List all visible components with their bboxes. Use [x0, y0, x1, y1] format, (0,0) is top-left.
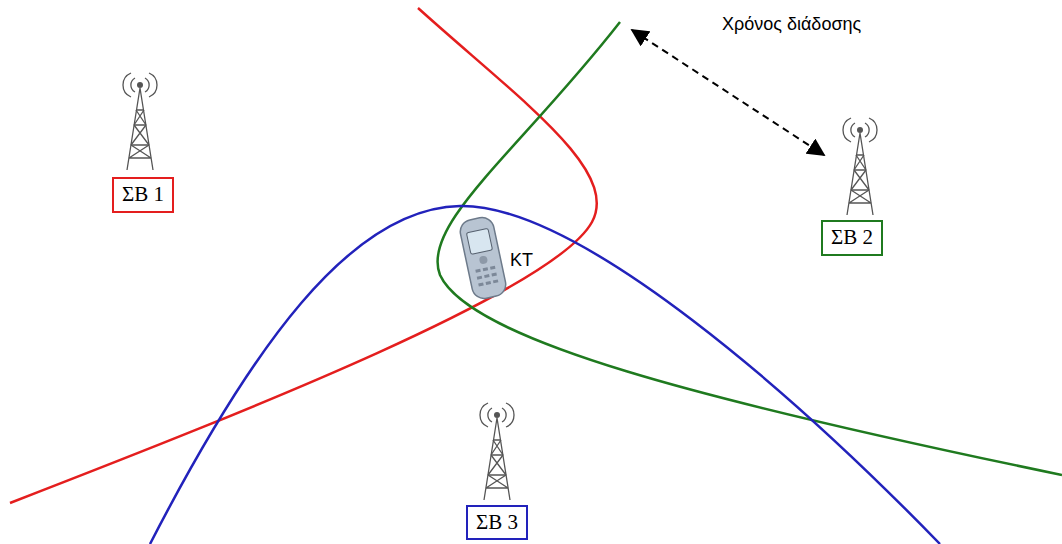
propagation-arrow [632, 30, 824, 155]
hyperbola-blue [150, 206, 940, 544]
station-box: ΣΒ 1 [112, 177, 174, 212]
hyperbola-green [437, 22, 1062, 475]
tower-icon [123, 73, 157, 170]
station-label: ΣΒ 2 [831, 225, 873, 250]
station-box: ΣΒ 2 [821, 220, 883, 255]
device-label: ΚΤ [510, 250, 533, 271]
tower-icon [480, 403, 514, 500]
annotation-text: Χρόνος διάδοσης [722, 14, 861, 35]
tower-icon [843, 118, 877, 215]
hyperbola-red [10, 8, 597, 503]
station-box: ΣΒ 3 [466, 505, 528, 540]
station-label: ΣΒ 3 [476, 510, 518, 535]
station-label: ΣΒ 1 [122, 182, 164, 207]
phone-icon [458, 215, 508, 300]
